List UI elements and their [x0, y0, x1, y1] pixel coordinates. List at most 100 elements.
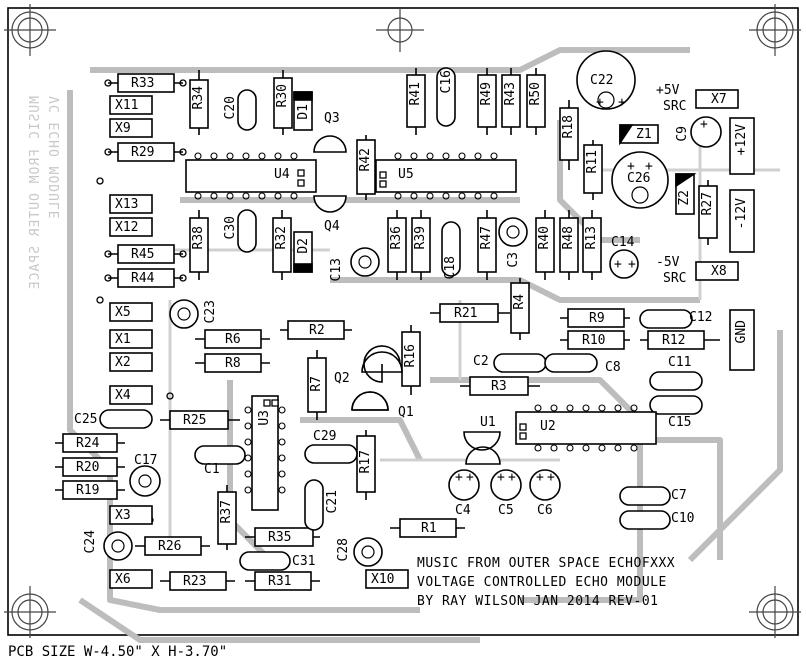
capacitor — [498, 217, 528, 247]
credit-line-3: BY RAY WILSON JAN 2014 REV-01 — [417, 594, 659, 609]
electrolytic-capacitor — [529, 469, 561, 501]
connector — [109, 329, 153, 349]
svg-text:+: + — [596, 95, 604, 110]
ref-r45: R45 — [131, 247, 155, 262]
mirrored-title-text: MUSIC FROM OUTER SPACE — [28, 96, 43, 291]
board-outline — [7, 7, 799, 636]
resistor — [245, 527, 320, 547]
resistor — [273, 70, 293, 135]
ref-x1: X1 — [115, 332, 131, 347]
ref-r41: R41 — [408, 82, 423, 106]
ref-r49: R49 — [479, 82, 494, 106]
ref-c7: C7 — [671, 488, 687, 503]
ref-u1: U1 — [480, 415, 496, 430]
resistor — [55, 433, 125, 453]
ref-x12: X12 — [115, 220, 139, 235]
resistor — [245, 571, 320, 591]
ref-c3: C3 — [506, 252, 521, 268]
ref-c22: C22 — [590, 73, 614, 88]
ref-r9: R9 — [589, 311, 605, 326]
mounting-hole — [4, 586, 56, 638]
minus12v-label: -12V — [734, 198, 749, 230]
transistor — [351, 391, 389, 411]
svg-text:+: + — [508, 470, 516, 485]
ref-r33: R33 — [131, 76, 155, 91]
ref-c29: C29 — [313, 429, 337, 444]
resistor — [430, 303, 510, 323]
ref-x13: X13 — [115, 197, 139, 212]
capacitor — [304, 444, 358, 464]
resistor — [280, 320, 352, 340]
ref-x2: X2 — [115, 355, 131, 370]
ref-r40: R40 — [537, 226, 552, 250]
electrolytic-capacitor — [448, 469, 480, 501]
capacitor — [99, 409, 153, 429]
resistor — [510, 278, 530, 340]
ref-q2: Q2 — [334, 371, 350, 386]
ref-r13: R13 — [584, 226, 599, 250]
mounting-hole — [4, 4, 56, 56]
electrolytic-capacitor — [690, 116, 722, 148]
resistor — [195, 353, 270, 373]
ref-x8: X8 — [711, 264, 727, 279]
svg-text:+: + — [627, 159, 635, 174]
ref-r24: R24 — [76, 436, 100, 451]
capacitor — [239, 551, 291, 571]
capacitor — [619, 510, 671, 530]
credit-line-2: VOLTAGE CONTROLLED ECHO MODULE — [417, 575, 667, 590]
connector — [109, 217, 153, 237]
ref-r11: R11 — [585, 150, 600, 174]
resistor — [217, 485, 237, 550]
ref-c25: C25 — [74, 412, 98, 427]
ref-c23: C23 — [203, 300, 218, 324]
src-label: SRC — [663, 99, 687, 114]
ref-u3: U3 — [257, 410, 272, 426]
ic — [515, 411, 657, 445]
resistor — [460, 376, 540, 396]
resistor — [160, 410, 240, 430]
connector — [109, 569, 153, 589]
electrolytic-capacitor — [611, 151, 669, 209]
mirrored-module-text: VC ECHO MODULE — [48, 96, 63, 220]
ref-u4: U4 — [274, 167, 290, 182]
resistor — [583, 140, 603, 200]
ref-r32: R32 — [274, 226, 289, 250]
ref-r34: R34 — [191, 86, 206, 110]
connector — [109, 505, 153, 525]
ref-c21: C21 — [325, 490, 340, 514]
ref-r26: R26 — [158, 539, 182, 554]
ref-c2: C2 — [473, 354, 489, 369]
resistor — [560, 308, 630, 328]
capacitor — [544, 353, 598, 373]
diode — [293, 231, 313, 273]
ref-c18: C18 — [443, 256, 458, 280]
svg-text:+: + — [700, 117, 708, 132]
connector — [695, 89, 739, 109]
ref-x9: X9 — [115, 121, 131, 136]
ref-r8: R8 — [225, 356, 241, 371]
ref-r31: R31 — [268, 574, 292, 589]
ref-r18: R18 — [561, 115, 576, 139]
ref-x3: X3 — [115, 508, 131, 523]
resistor — [356, 430, 376, 500]
ref-c20: C20 — [223, 96, 238, 120]
ref-z1: Z1 — [636, 127, 652, 142]
ic — [251, 395, 279, 511]
gnd-label: GND — [734, 320, 749, 344]
ic — [375, 159, 517, 193]
svg-text:+: + — [618, 95, 626, 110]
resistor — [401, 325, 421, 395]
ref-c31: C31 — [292, 554, 316, 569]
resistor — [387, 210, 407, 280]
ref-r42: R42 — [358, 148, 373, 172]
ref-r48: R48 — [561, 226, 576, 250]
ref-c30: C30 — [223, 216, 238, 240]
credit-line-1: MUSIC FROM OUTER SPACE ECHOFXXX — [417, 556, 676, 571]
resistor — [135, 536, 210, 556]
connector — [365, 569, 409, 589]
ref-r17: R17 — [358, 450, 373, 474]
electrolytic-capacitor — [609, 249, 639, 279]
connector — [109, 118, 153, 138]
resistor — [582, 210, 602, 280]
